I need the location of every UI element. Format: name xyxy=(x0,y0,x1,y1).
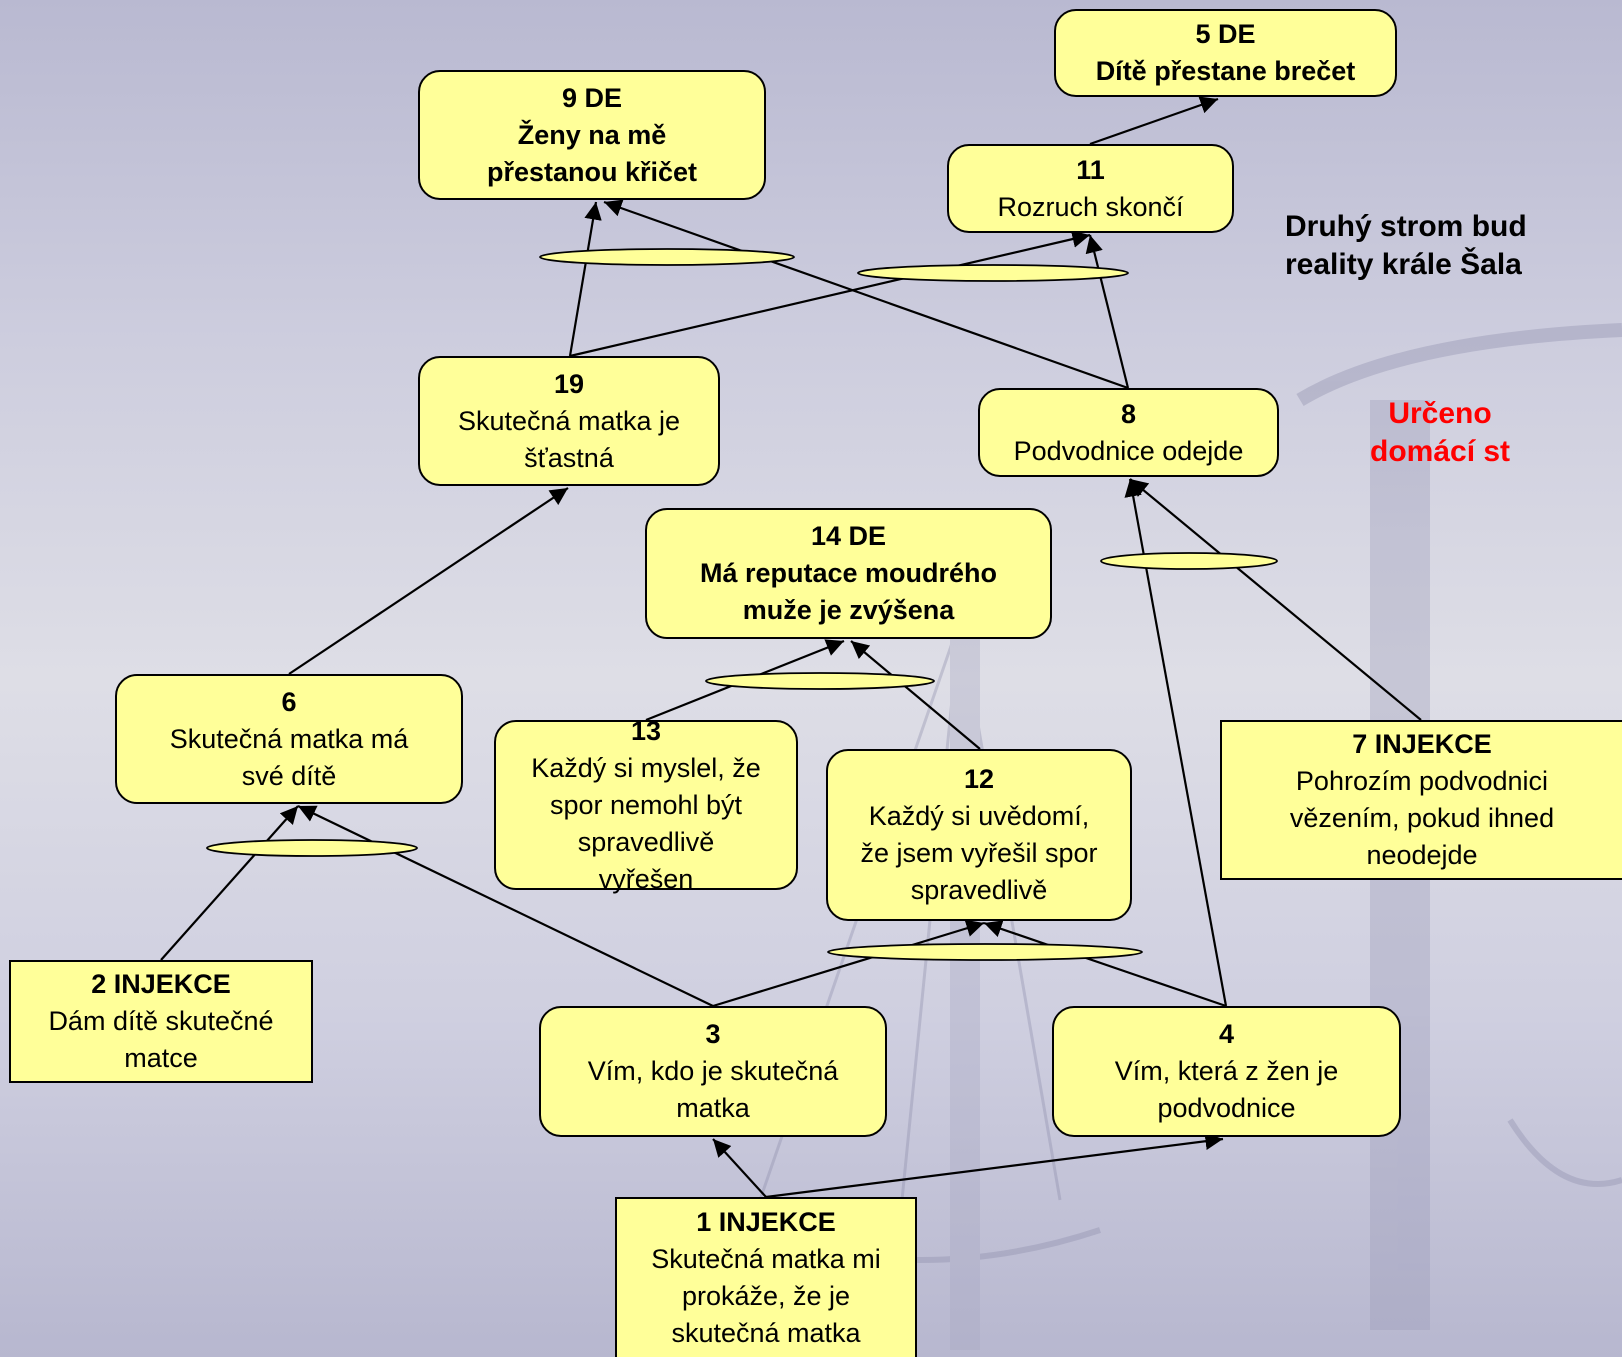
edge-n12-to-n14 xyxy=(850,640,981,750)
and-connector-5 xyxy=(206,839,418,857)
edge-n2-to-n6 xyxy=(160,805,299,961)
node-4[interactable]: 4 Vím, která z žen je podvodnice xyxy=(1052,1006,1401,1137)
node-19-text: Skutečná matka je šťastná xyxy=(457,405,681,473)
node-9-de[interactable]: 9 DE Ženy na mě přestanou křičet xyxy=(418,70,766,200)
node-13[interactable]: 13 Každý si myslel, že spor nemohl být s… xyxy=(494,716,798,894)
edge-n19-to-n9 xyxy=(568,201,602,357)
and-connector-2 xyxy=(857,264,1129,282)
edge-n3-to-n6 xyxy=(297,805,714,1007)
node-2-number: 2 INJEKCE xyxy=(91,969,231,999)
node-14-text: Má reputace moudrého muže je zvýšena xyxy=(699,558,998,625)
and-connector-4 xyxy=(705,672,935,690)
and-connector-6 xyxy=(827,943,1143,961)
node-8-number: 8 xyxy=(1120,398,1137,429)
node-9-number: 9 DE xyxy=(561,82,623,113)
node-6-text: Skutečná matka má své dítě xyxy=(169,723,409,791)
edge-n1-to-n4 xyxy=(765,1132,1224,1199)
node-3-text: Vím, kdo je skutečná matka xyxy=(587,1056,839,1123)
node-2-text: Dám dítě skutečné matce xyxy=(48,1006,274,1073)
node-13-number: 13 xyxy=(630,715,662,746)
node-8[interactable]: 8 Podvodnice odejde xyxy=(978,388,1279,477)
node-1-number: 1 INJEKCE xyxy=(696,1207,836,1237)
edge-n4-to-n12 xyxy=(983,920,1227,1008)
node-2-injekce[interactable]: 2 INJEKCE Dám dítě skutečné matce xyxy=(9,960,313,1083)
node-4-text: Vím, která z žen je podvodnice xyxy=(1114,1056,1339,1123)
node-5-number: 5 DE xyxy=(1195,19,1256,49)
node-13-text: Každý si myslel, že spor nemohl být spra… xyxy=(531,752,761,894)
node-8-text: Podvodnice odejde xyxy=(1013,435,1244,466)
edge-n11-to-n5 xyxy=(1089,96,1219,146)
node-12-number: 12 xyxy=(963,764,995,794)
edge-n3-to-n12 xyxy=(712,919,985,1008)
and-connector-3 xyxy=(1100,552,1278,570)
node-14-de[interactable]: 14 DE Má reputace moudrého muže je zvýše… xyxy=(645,508,1052,639)
node-11[interactable]: 11 Rozruch skončí xyxy=(947,144,1234,233)
node-12[interactable]: 12 Každý si uvědomí, že jsem vyřešil spo… xyxy=(826,749,1132,921)
node-1-injekce[interactable]: 1 INJEKCE Skutečná matka mi prokáže, že … xyxy=(615,1197,917,1357)
edge-n19-to-n11 xyxy=(569,230,1091,358)
node-9-text: Ženy na mě přestanou křičet xyxy=(486,119,698,187)
node-3-number: 3 xyxy=(705,1019,721,1049)
edge-n8-to-n11 xyxy=(1085,234,1130,389)
edge-n8-to-n9 xyxy=(603,199,1129,390)
node-11-text: Rozruch skončí xyxy=(997,191,1184,222)
side-text-red: Určeno domácí st xyxy=(1370,397,1511,468)
node-7-injekce[interactable]: 7 INJEKCE Pohrozím podvodnici vězením, p… xyxy=(1220,720,1622,880)
node-3[interactable]: 3 Vím, kdo je skutečná matka xyxy=(539,1006,887,1137)
node-7-number: 7 INJEKCE xyxy=(1352,729,1492,759)
node-14-number: 14 DE xyxy=(810,521,887,551)
node-6[interactable]: 6 Skutečná matka má své dítě xyxy=(115,674,463,804)
node-11-number: 11 xyxy=(1076,154,1105,185)
side-text-title: Druhý strom bud reality krále Šala xyxy=(1285,210,1527,281)
node-5-text: Dítě přestane brečet xyxy=(1095,56,1356,86)
node-7-text: Pohrozím podvodnici vězením, pokud ihned… xyxy=(1289,766,1555,870)
node-19[interactable]: 19 Skutečná matka je šťastná xyxy=(418,356,720,486)
edge-n6-to-n19 xyxy=(288,487,569,675)
node-12-text: Každý si uvědomí, že jsem vyřešil spor s… xyxy=(860,801,1098,905)
node-5-de[interactable]: 5 DE Dítě přestane brečet xyxy=(1054,9,1397,97)
node-19-number: 19 xyxy=(553,368,585,399)
edge-n7-to-n8 xyxy=(1129,478,1422,721)
edge-n1-to-n3 xyxy=(712,1138,767,1198)
node-4-number: 4 xyxy=(1218,1019,1235,1049)
node-1-text: Skutečná matka mi prokáže, že je skutečn… xyxy=(651,1244,881,1348)
node-6-number: 6 xyxy=(281,686,297,717)
and-connector-1 xyxy=(539,248,795,266)
